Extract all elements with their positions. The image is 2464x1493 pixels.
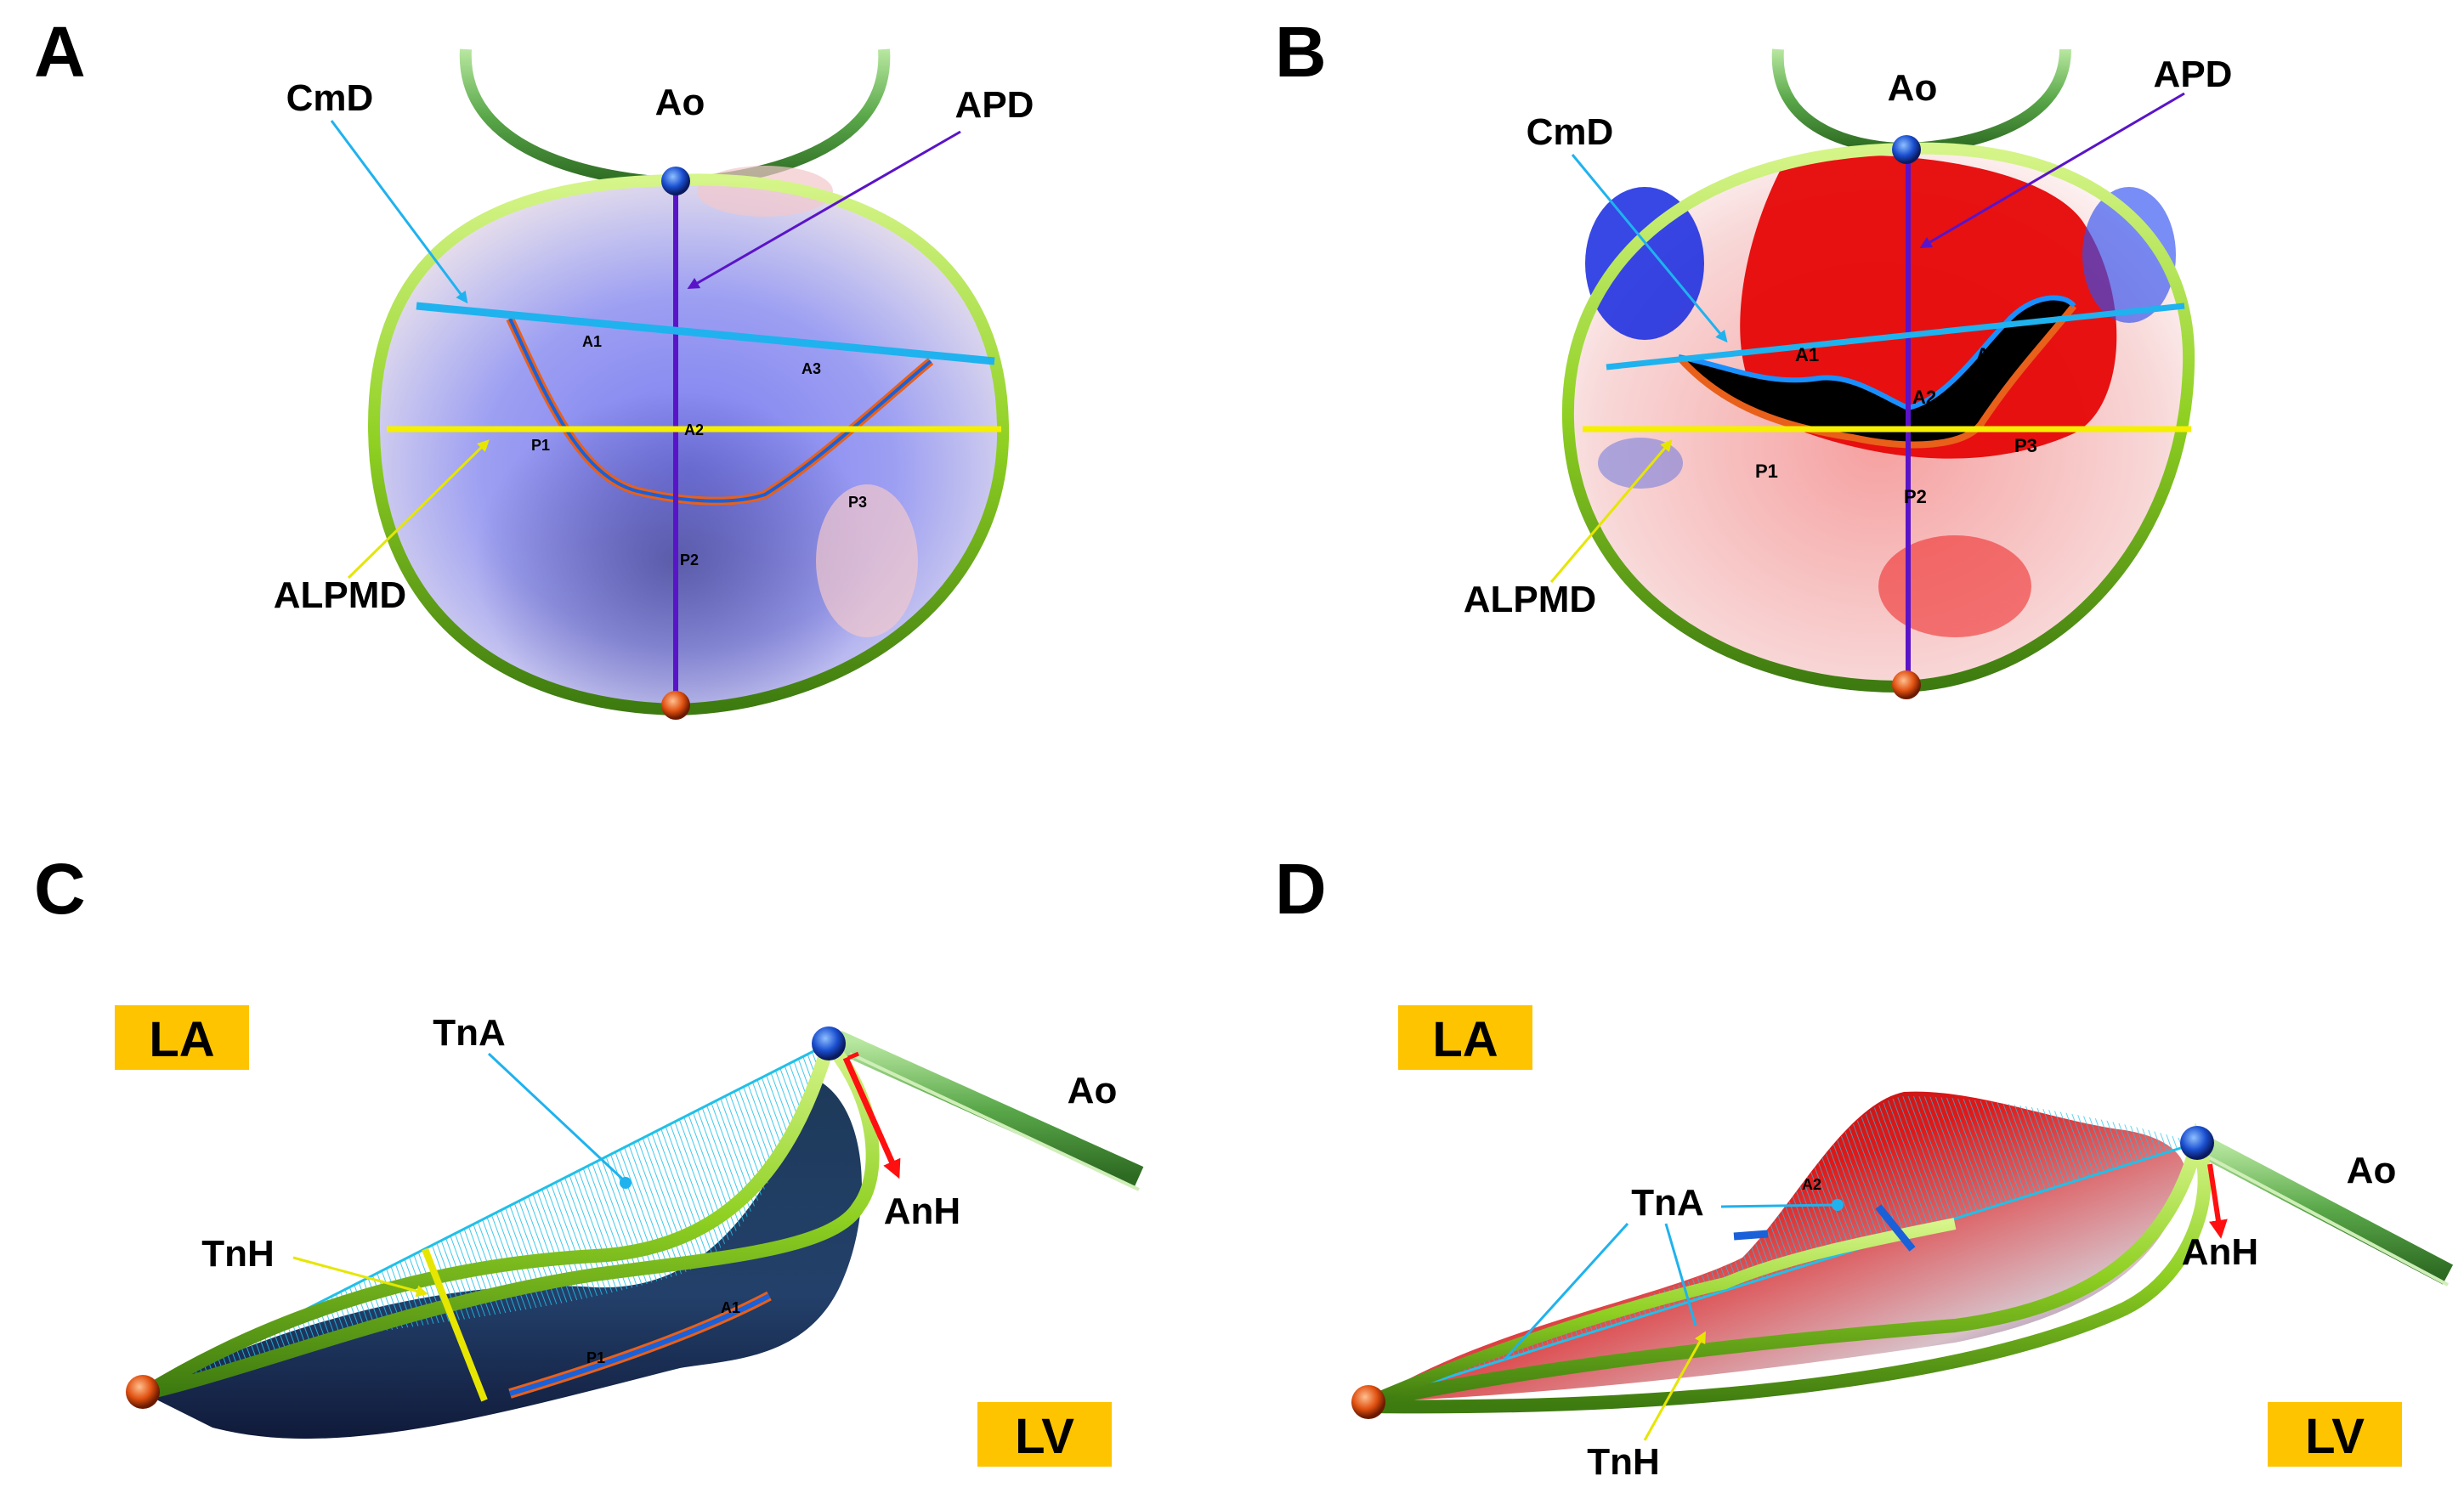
ao-label: Ao xyxy=(1068,1070,1118,1111)
cmd-line xyxy=(1606,303,2185,370)
aorta-tube xyxy=(2191,1133,2454,1285)
seg-p1: P1 xyxy=(531,437,550,454)
seg-a1: A1 xyxy=(1795,344,1819,365)
alpmd-label: ALPMD xyxy=(1464,579,1596,620)
panel-a-letter: A xyxy=(34,12,86,92)
aorta-tube xyxy=(832,1031,1144,1187)
seg-a1: A1 xyxy=(721,1299,740,1316)
posterior-marker xyxy=(1351,1385,1385,1419)
seg-p2: P2 xyxy=(680,551,699,568)
ao-label: Ao xyxy=(1888,67,1938,109)
cmd-label: CmD xyxy=(286,77,374,119)
apd-label: APD xyxy=(2154,54,2233,95)
ao-label: Ao xyxy=(655,82,705,123)
anterior-marker xyxy=(2180,1126,2214,1160)
tnh-line xyxy=(1643,1331,1706,1441)
anterior-marker xyxy=(1892,135,1921,164)
posterior-marker xyxy=(1892,670,1921,699)
panel-c-letter: C xyxy=(34,849,86,929)
tnh-line xyxy=(422,1247,488,1402)
seg-a2: A2 xyxy=(1912,387,1936,408)
apd-label: APD xyxy=(955,84,1034,126)
seg-a2: A2 xyxy=(684,421,704,438)
ao-label: Ao xyxy=(2347,1150,2397,1191)
posterior-marker xyxy=(661,691,690,720)
panel-a: A Ao CmD APD ALPMD A1 A2 A3 P1 P2 P3 xyxy=(34,12,1034,720)
la-label: LA xyxy=(1432,1012,1498,1067)
anterior-marker xyxy=(812,1026,846,1060)
panel-d: D LA LV Ao AnH TnA TnH A2 xyxy=(1275,849,2454,1483)
seg-a3: A xyxy=(1976,344,1990,365)
lv-badge xyxy=(2268,1402,2402,1467)
alpmd-label: ALPMD xyxy=(274,574,406,616)
seg-a3: A3 xyxy=(802,360,821,377)
panel-b: B Ao CmD APD ALPMD A1 A2 A P1 P2 P3 xyxy=(1275,12,2232,699)
tnh-label: TnH xyxy=(1587,1441,1660,1483)
tnh-label: TnH xyxy=(201,1233,275,1275)
tna-label: TnA xyxy=(433,1012,506,1054)
anh-arrow xyxy=(842,1056,901,1179)
annulus-ring xyxy=(140,1029,880,1400)
la-label: LA xyxy=(149,1012,214,1067)
seg-p3: P3 xyxy=(2014,435,2037,456)
lv-label: LV xyxy=(2305,1409,2365,1464)
posterior-marker xyxy=(126,1375,160,1409)
seg-a2: A2 xyxy=(1802,1176,1821,1193)
lv-badge xyxy=(977,1402,1112,1467)
la-badge xyxy=(1398,1005,1532,1070)
seg-p1: P1 xyxy=(586,1349,605,1366)
cmd-label: CmD xyxy=(1527,111,1614,153)
seg-a1: A1 xyxy=(582,333,602,350)
seg-p3: P3 xyxy=(848,494,867,511)
anh-arrow xyxy=(2207,1163,2228,1239)
panel-d-letter: D xyxy=(1275,849,1327,929)
seg-p1: P1 xyxy=(1755,461,1778,482)
cmd-line xyxy=(416,302,995,365)
anh-label: AnH xyxy=(884,1190,960,1232)
lv-label: LV xyxy=(1015,1409,1074,1464)
panel-b-letter: B xyxy=(1275,12,1327,92)
coaptation-gap xyxy=(1679,297,2074,445)
anterior-marker xyxy=(661,167,690,195)
panel-c: C LA LV Ao AnH TnH TnA A1 P1 xyxy=(34,849,1144,1467)
la-badge xyxy=(115,1005,249,1070)
anh-label: AnH xyxy=(2182,1231,2258,1273)
leaflet-surface xyxy=(144,1079,862,1439)
seg-p2: P2 xyxy=(1904,486,1927,507)
tna-label: TnA xyxy=(1631,1182,1704,1224)
